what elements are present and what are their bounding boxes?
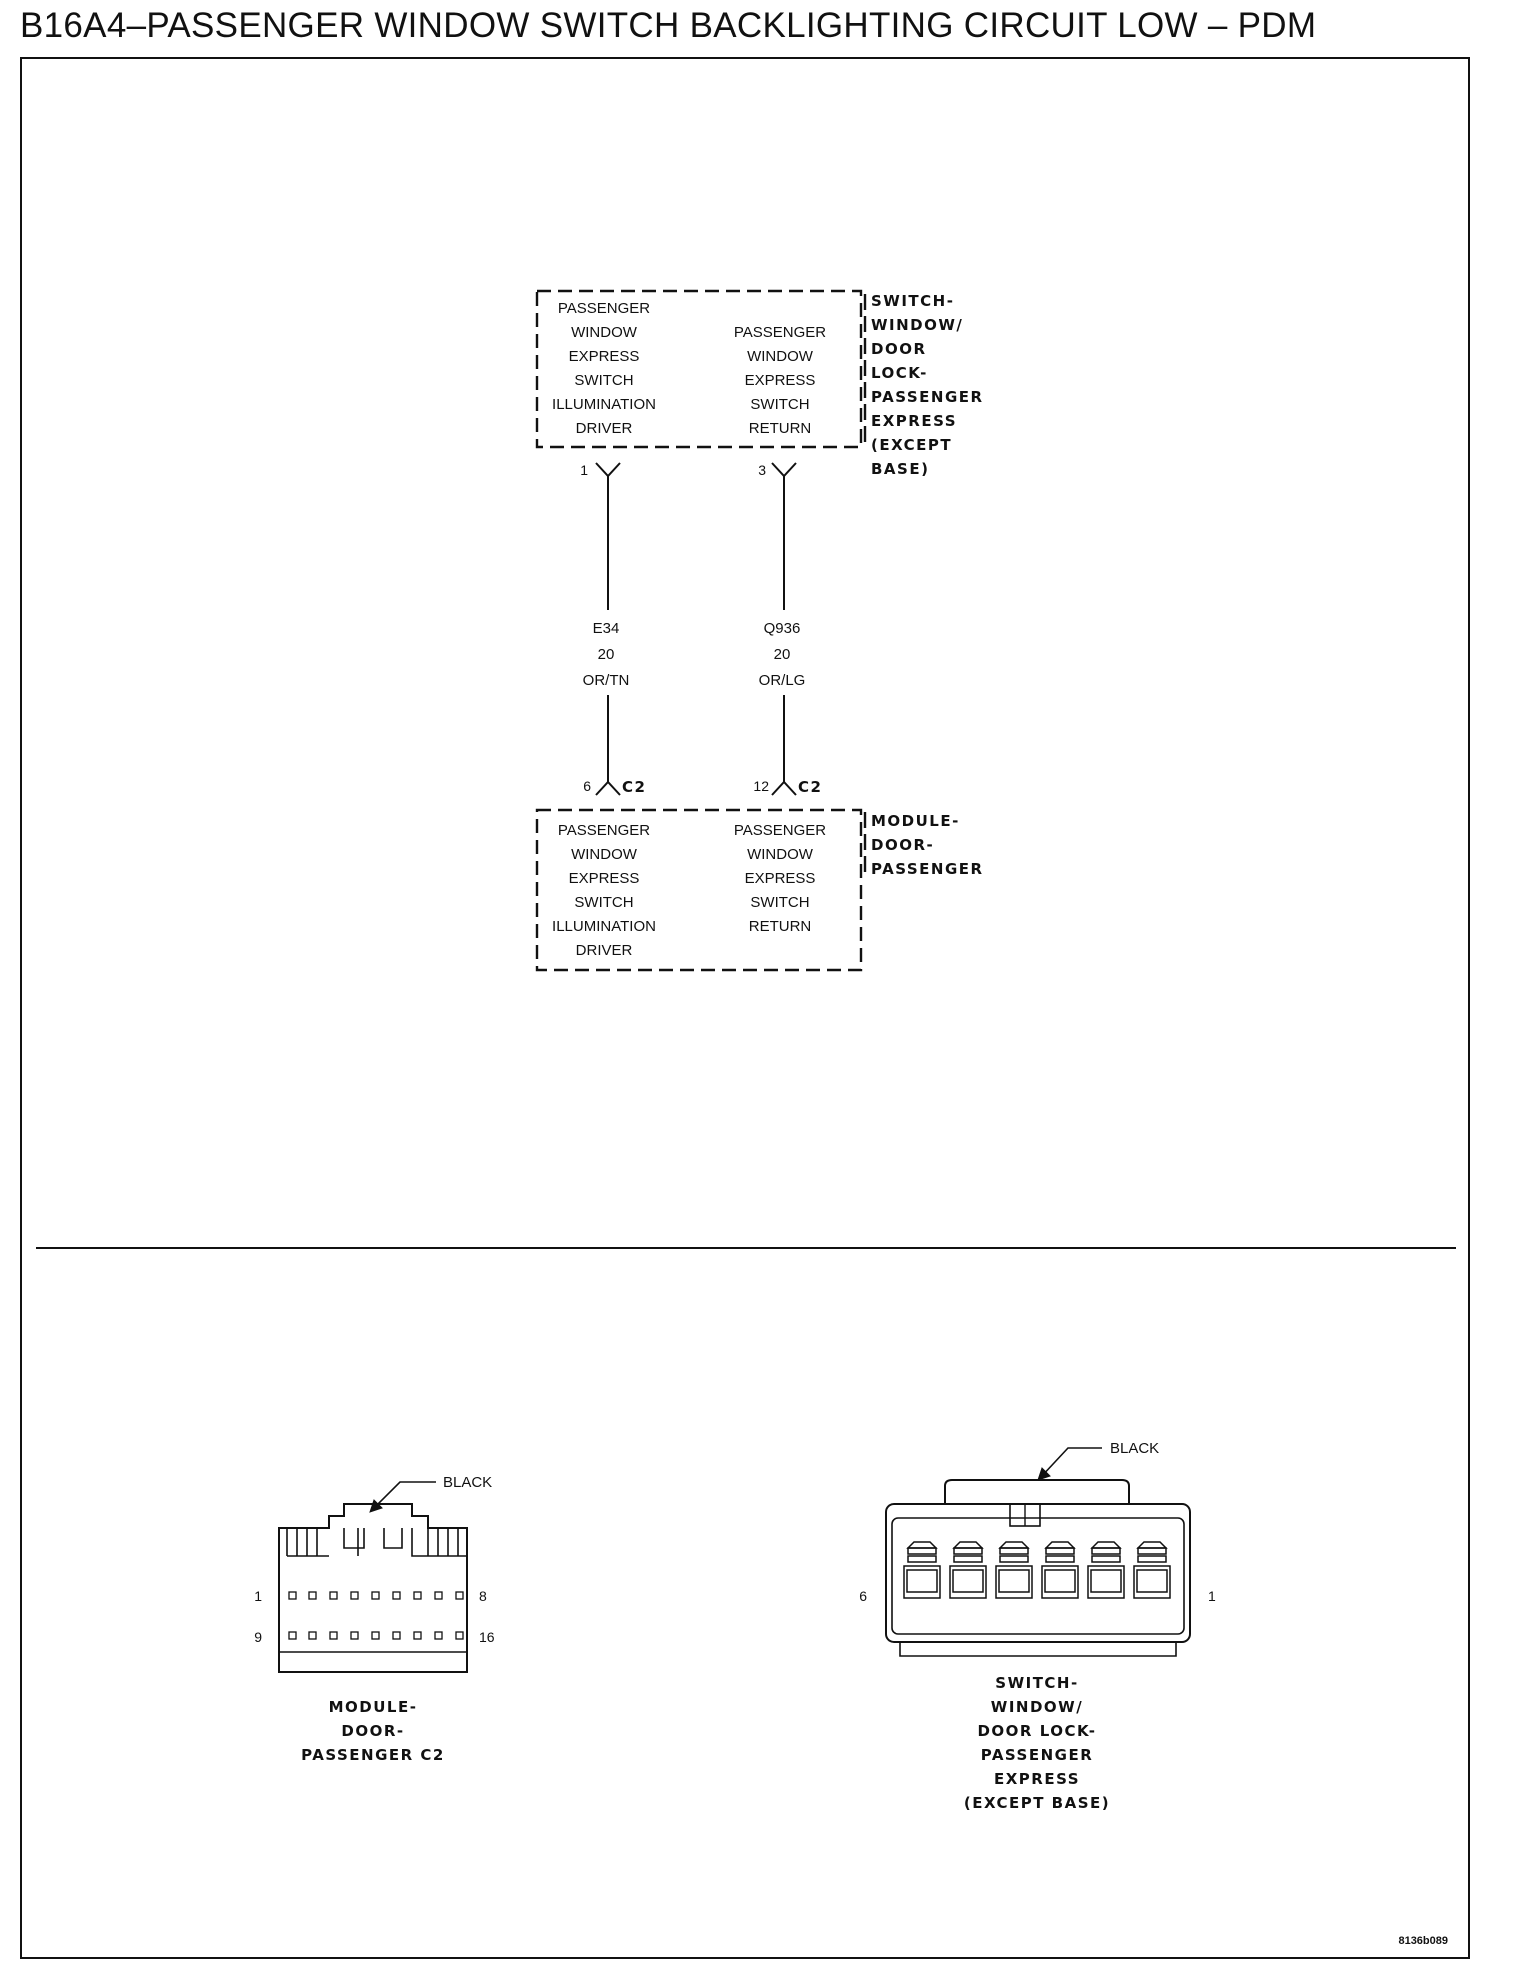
- switch-name-line-5: PASSENGER: [871, 388, 984, 406]
- switch-lock-bar: [944, 1479, 1130, 1504]
- module-name-line-2: DOOR-: [871, 836, 934, 854]
- module-pin-6-terminal: [595, 780, 621, 796]
- wire-e34-circuit: E34: [593, 620, 620, 637]
- module-connector-c2-label-2: C2: [798, 778, 822, 796]
- switch-dashed-box: [535, 289, 863, 449]
- module-name-line-3: PASSENGER: [871, 860, 984, 878]
- switch-name-line-3: DOOR: [871, 340, 927, 358]
- module-left-line-4: SWITCH: [574, 894, 633, 911]
- switch-terminal-cavities: [903, 1541, 1171, 1599]
- switch-name-line-8: BASE): [871, 460, 929, 478]
- module-c2-connector-view: BLACK 1 8 9 16 MODULE- DOOR-: [254, 1474, 495, 1764]
- switch-color-label: BLACK: [1110, 1440, 1159, 1457]
- switch-left-line-3: EXPRESS: [569, 348, 640, 365]
- module-c2-color-leader: [371, 1481, 436, 1511]
- module-c2-caption-2: DOOR-: [341, 1722, 404, 1740]
- switch-caption-6: (EXCEPT BASE): [964, 1794, 1110, 1812]
- module-name-line-1: MODULE-: [871, 812, 960, 830]
- switch-body: [885, 1503, 1191, 1643]
- module-pin-12-label: 12: [753, 778, 769, 794]
- switch-name-line-6: EXPRESS: [871, 412, 957, 430]
- page-title: B16A4–PASSENGER WINDOW SWITCH BACKLIGHTI…: [20, 6, 1317, 45]
- module-right-line-5: RETURN: [749, 918, 812, 935]
- switch-pin-1-view-label: 1: [1208, 1588, 1216, 1604]
- module-c2-latches: [286, 1528, 467, 1557]
- wire-e34: 1 E34 20 OR/TN 6 C2: [580, 462, 646, 796]
- switch-right-line-2: WINDOW: [747, 348, 814, 365]
- switch-component: PASSENGER WINDOW EXPRESS SWITCH ILLUMINA…: [535, 289, 984, 478]
- wire-e34-gauge: 20: [598, 646, 615, 663]
- switch-pin-3-terminal: [771, 462, 797, 478]
- module-component: PASSENGER WINDOW EXPRESS SWITCH ILLUMINA…: [535, 808, 984, 972]
- switch-right-line-1: PASSENGER: [734, 324, 826, 341]
- switch-caption-4: PASSENGER: [981, 1746, 1094, 1764]
- switch-left-line-1: PASSENGER: [558, 300, 650, 317]
- switch-inner-body: [891, 1517, 1185, 1635]
- wire-q936-color: OR/LG: [759, 672, 806, 689]
- switch-left-line-4: SWITCH: [574, 372, 633, 389]
- module-c2-caption-1: MODULE-: [329, 1698, 418, 1716]
- switch-right-line-3: EXPRESS: [745, 372, 816, 389]
- switch-right-line-4: SWITCH: [750, 396, 809, 413]
- module-pin-6-label: 6: [583, 778, 591, 794]
- wire-q936-gauge: 20: [774, 646, 791, 663]
- switch-name-line-2: WINDOW/: [871, 316, 963, 334]
- switch-caption-5: EXPRESS: [994, 1770, 1080, 1788]
- switch-caption-2: WINDOW/: [991, 1698, 1083, 1716]
- module-connector-c2-label-1: C2: [622, 778, 646, 796]
- module-c2-color-label: BLACK: [443, 1474, 492, 1491]
- switch-pin-1-terminal: [595, 462, 621, 478]
- switch-left-line-2: WINDOW: [571, 324, 638, 341]
- switch-skirt: [899, 1642, 1177, 1657]
- switch-pin-6-view-label: 6: [859, 1588, 867, 1604]
- module-dashed-box: [535, 808, 863, 972]
- module-left-line-2: WINDOW: [571, 846, 638, 863]
- module-c2-pin-16-label: 16: [479, 1629, 495, 1645]
- switch-color-arrowhead: [1037, 1467, 1051, 1481]
- module-left-line-6: DRIVER: [576, 942, 633, 959]
- module-c2-caption-3: PASSENGER C2: [301, 1746, 445, 1764]
- switch-name-line-4: LOCK-: [871, 364, 928, 382]
- module-c2-pin-9-label: 9: [254, 1629, 262, 1645]
- module-left-line-3: EXPRESS: [569, 870, 640, 887]
- module-c2-pin-row-bottom: [288, 1631, 464, 1640]
- module-c2-body: [278, 1503, 468, 1673]
- module-right-line-4: SWITCH: [750, 894, 809, 911]
- switch-pin-1-label: 1: [580, 462, 588, 478]
- module-left-line-1: PASSENGER: [558, 822, 650, 839]
- module-right-line-3: EXPRESS: [745, 870, 816, 887]
- switch-name-line-7: (EXCEPT: [871, 436, 952, 454]
- module-c2-pin-8-label: 8: [479, 1588, 487, 1604]
- wire-e34-color: OR/TN: [583, 672, 630, 689]
- module-right-line-2: WINDOW: [747, 846, 814, 863]
- switch-left-line-6: DRIVER: [576, 420, 633, 437]
- switch-pin-3-label: 3: [758, 462, 766, 478]
- switch-connector-view: BLACK: [859, 1440, 1216, 1812]
- switch-left-line-5: ILLUMINATION: [552, 396, 656, 413]
- switch-name-line-1: SWITCH-: [871, 292, 954, 310]
- wire-q936: 3 Q936 20 OR/LG 12 C2: [753, 462, 822, 796]
- wire-q936-circuit: Q936: [764, 620, 801, 637]
- switch-right-line-5: RETURN: [749, 420, 812, 437]
- figure-code: 8136b089: [1398, 1935, 1448, 1947]
- module-left-line-5: ILLUMINATION: [552, 918, 656, 935]
- module-c2-pin-row-top: [288, 1591, 464, 1600]
- switch-color-leader: [1039, 1447, 1102, 1479]
- switch-caption-3: DOOR LOCK-: [977, 1722, 1096, 1740]
- diagram-frame: [20, 57, 1470, 1959]
- module-pin-12-terminal: [771, 780, 797, 796]
- module-c2-pin-1-label: 1: [254, 1588, 262, 1604]
- module-right-line-1: PASSENGER: [734, 822, 826, 839]
- switch-caption-1: SWITCH-: [995, 1674, 1078, 1692]
